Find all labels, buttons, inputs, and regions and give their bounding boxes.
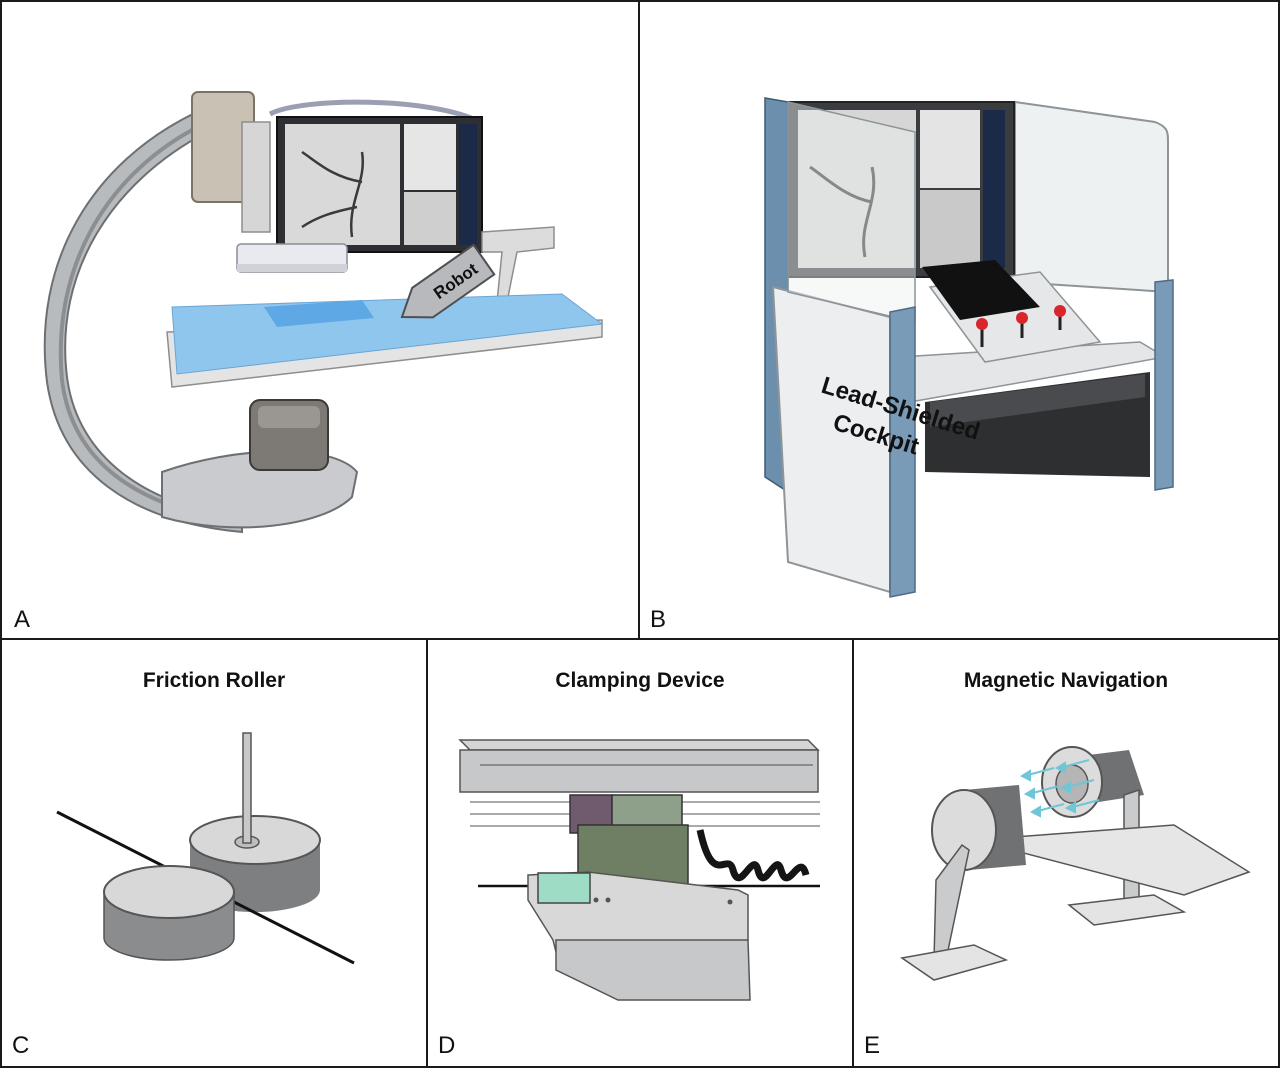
frame-top <box>0 0 1280 2</box>
frame-right <box>1278 0 1280 1068</box>
clamp-base <box>555 939 751 1001</box>
panel-title-e: Magnetic Navigation <box>963 669 1169 692</box>
panel-c: Friction Roller C <box>2 640 426 1066</box>
cockpit-desk-shelf <box>930 374 1145 427</box>
panel-letter-b: B <box>650 606 667 633</box>
panel-letter-d: D <box>438 1032 456 1059</box>
panel-letter-c: C <box>12 1032 30 1059</box>
base-turret-top <box>258 406 320 428</box>
monitor-cable <box>268 99 482 125</box>
generator-box-base <box>237 264 347 272</box>
frame-left <box>0 0 2 1068</box>
cockpit-status-bar <box>983 110 1005 268</box>
monitor-screen-side-top <box>404 124 456 190</box>
panel-d: Clamping Device D <box>428 640 852 1066</box>
console-touchscreen <box>922 260 1040 320</box>
front-post <box>889 306 916 598</box>
front-glass <box>787 101 916 323</box>
panel-letter-e: E <box>864 1032 881 1059</box>
coiled-cable <box>696 829 810 882</box>
cockpit-vessel-tree <box>809 165 876 258</box>
clamp-mint-insert <box>537 872 591 904</box>
vessel-tree <box>301 150 365 238</box>
detector-arm <box>241 121 271 233</box>
connecting-beam <box>973 824 1251 896</box>
clamp-green-body <box>577 824 689 886</box>
cockpit-illustration: Lead-Shielded Cockpit <box>764 97 1174 598</box>
roller-axle <box>242 732 252 844</box>
frame-bottom-divider-2 <box>852 640 854 1068</box>
angiography-suite-illustration: Robot <box>43 91 604 534</box>
panel-title-d: Clamping Device <box>555 669 725 692</box>
frame-bottom <box>0 1066 1280 1068</box>
panel-a: Robot A <box>2 2 638 638</box>
c-arm-inner-stripe <box>58 128 241 524</box>
monitor-status-bar <box>459 124 477 245</box>
rail-top <box>458 739 820 751</box>
magnetic-field-arrows <box>1019 759 1100 818</box>
robot-support <box>481 226 555 303</box>
panel-letter-a: A <box>14 606 31 633</box>
cockpit-screen-side-top <box>920 110 980 188</box>
support-rear-base <box>1067 894 1187 926</box>
panel-b: Lead-Shielded Cockpit B <box>640 2 1278 638</box>
clamping-device-illustration <box>458 739 820 1001</box>
support-front <box>933 843 970 961</box>
frame-bottom-divider-1 <box>426 640 428 1068</box>
rail-front <box>459 749 819 793</box>
frame-middle-divider <box>0 638 1280 640</box>
panel-e: Magnetic Navigation <box>854 640 1278 1066</box>
friction-roller-illustration <box>56 732 355 965</box>
cockpit-screen-main <box>798 110 916 268</box>
side-glass <box>1014 100 1169 294</box>
joysticks <box>976 305 1066 347</box>
c-arm <box>43 110 243 534</box>
panel-title-c: Friction Roller <box>142 669 286 692</box>
rear-post <box>1154 279 1174 491</box>
support-front-base <box>900 944 1009 981</box>
table-cushion <box>264 300 374 327</box>
frame-top-divider <box>638 0 640 640</box>
magnetic-navigation-illustration <box>900 746 1251 981</box>
roller-front-top <box>103 865 235 919</box>
monitor-screen-side-bottom <box>404 192 456 245</box>
cockpit-screen-side-bottom <box>920 190 980 268</box>
